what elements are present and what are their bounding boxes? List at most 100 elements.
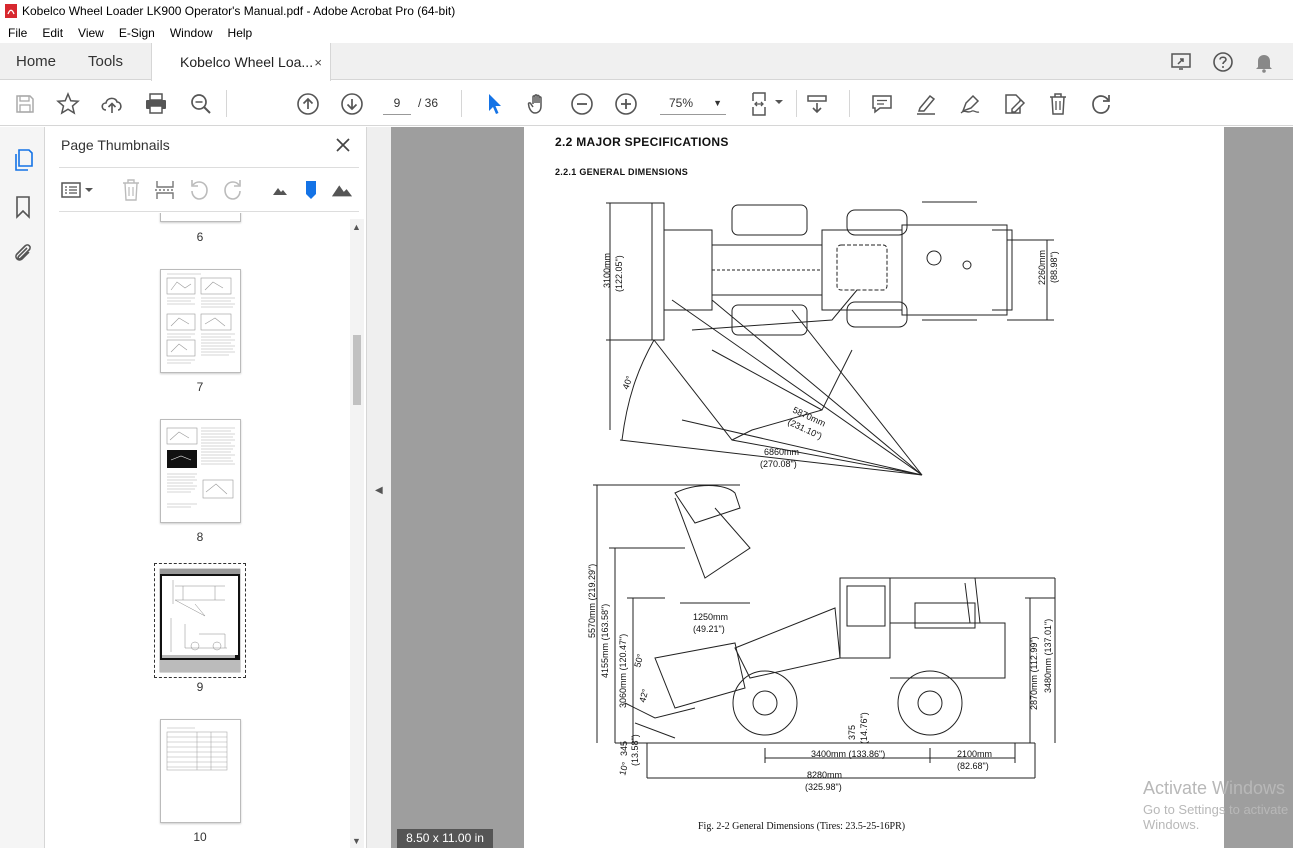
edit-pdf-icon[interactable]: [1001, 91, 1027, 117]
comment-icon[interactable]: [869, 91, 895, 117]
page-fit-icon[interactable]: [748, 91, 786, 117]
page-thumbnail-label: 6: [196, 230, 204, 244]
upload-cloud-icon[interactable]: [99, 91, 125, 117]
highlight-pen-icon[interactable]: [913, 91, 939, 117]
hand-tool-icon[interactable]: [525, 91, 551, 117]
zoom-search-icon[interactable]: [188, 91, 214, 117]
menu-view[interactable]: View: [78, 25, 104, 40]
scrollbar-thumb[interactable]: [353, 335, 361, 405]
toolbar-separator: [461, 90, 462, 117]
notifications-bell-icon[interactable]: [1252, 50, 1276, 74]
tab-tools[interactable]: Tools: [88, 53, 124, 70]
page-thumbnails-icon[interactable]: [11, 148, 35, 172]
menu-help[interactable]: Help: [227, 25, 253, 40]
watermark-subtitle: Go to Settings to activate Windows.: [1143, 802, 1289, 832]
loader-side-view-drawing: 5570mm (219.29") 4155mm (163.58") 3060mm…: [587, 484, 1056, 792]
page-thumbnail-label: 8: [196, 530, 204, 544]
dimension-label: (13.58"): [630, 734, 640, 766]
help-icon[interactable]: [1211, 50, 1235, 74]
save-icon[interactable]: [12, 91, 38, 117]
page-thumbnail[interactable]: [160, 719, 241, 823]
scroll-down-arrow-icon[interactable]: ▼: [352, 836, 361, 846]
thumbnail-size-marker-icon[interactable]: [300, 179, 322, 201]
document-viewport[interactable]: [367, 127, 1293, 848]
pdf-page: [524, 127, 1224, 848]
dimension-label: 3480mm (137.01"): [1043, 619, 1053, 693]
page-thumbnail[interactable]: [160, 419, 241, 523]
acrobat-logo-icon: [5, 4, 17, 18]
collapse-strip: [367, 127, 391, 848]
page-count: / 36: [418, 96, 439, 110]
tab-document[interactable]: Kobelco Wheel Loa... ×: [151, 43, 331, 81]
page-thumbnail-label: 9: [196, 680, 204, 694]
page-number-input[interactable]: 9: [383, 91, 411, 115]
dimension-label: 50°: [632, 652, 645, 668]
thumbnail-size-large-icon[interactable]: [331, 179, 353, 201]
tab-bar: Home Tools Kobelco Wheel Loa... ×: [0, 43, 1293, 81]
page-thumbnail[interactable]: [160, 213, 241, 222]
page-thumbnail-label: 7: [196, 380, 204, 394]
next-page-icon[interactable]: [339, 91, 365, 117]
print-icon[interactable]: [143, 91, 169, 117]
previous-page-icon[interactable]: [295, 91, 321, 117]
dimension-label: 2870mm (112.99"): [1029, 636, 1039, 710]
zoom-out-icon[interactable]: [569, 91, 595, 117]
rotate-clockwise-icon[interactable]: [222, 179, 244, 201]
dimension-label: 5570mm (219.29"): [587, 564, 597, 638]
menu-window[interactable]: Window: [169, 25, 213, 40]
dimension-label: 3400mm (133.86"): [811, 749, 885, 759]
figure-caption: Fig. 2-2 General Dimensions (Tires: 23.5…: [698, 821, 906, 832]
bookmark-star-icon[interactable]: [55, 91, 81, 117]
divider: [59, 167, 359, 168]
menu-bar: File Edit View E-Sign Window Help: [0, 22, 1293, 43]
main-toolbar: 9 / 36 75% ▼: [0, 81, 1293, 126]
page-thumbnails-panel: Page Thumbnails 6: [45, 127, 367, 848]
scroll-up-arrow-icon[interactable]: ▲: [352, 222, 361, 232]
left-navigation-rail: [0, 127, 45, 848]
collapse-panel-arrow-icon[interactable]: ◀: [375, 485, 383, 496]
zoom-in-icon[interactable]: [613, 91, 639, 117]
window-title: Kobelco Wheel Loader LK900 Operator's Ma…: [22, 4, 456, 18]
delete-page-icon[interactable]: [120, 179, 142, 201]
panel-title: Page Thumbnails: [61, 137, 170, 153]
dimension-label: 10°: [617, 760, 630, 776]
select-cursor-icon[interactable]: [481, 91, 507, 117]
dimension-label: 3100mm: [602, 253, 612, 288]
chevron-down-icon: ▼: [713, 98, 722, 108]
dimension-label: 375: [847, 725, 857, 740]
section-heading: 2.2 MAJOR SPECIFICATIONS: [555, 135, 729, 149]
watermark-title: Activate Windows: [1143, 778, 1286, 798]
page-thumbnail-label: 10: [193, 830, 207, 844]
viewport-gutter: [1224, 127, 1293, 848]
rotate-icon[interactable]: [1089, 91, 1115, 117]
divider: [59, 211, 359, 212]
dimension-label: 1250mm: [693, 612, 728, 622]
bookmarks-icon[interactable]: [11, 195, 35, 219]
menu-file[interactable]: File: [8, 25, 28, 40]
draw-pen-icon[interactable]: [957, 91, 983, 117]
menu-edit[interactable]: Edit: [42, 25, 64, 40]
extract-page-icon[interactable]: [154, 179, 176, 201]
selected-page-thumbnail[interactable]: [154, 563, 246, 678]
thumbnail-size-small-icon[interactable]: [269, 179, 291, 201]
dimension-label: 2260mm: [1037, 250, 1047, 285]
toolbar-separator: [226, 90, 227, 117]
menu-esign[interactable]: E-Sign: [118, 25, 155, 40]
thumbnail-scrollbar[interactable]: ▲ ▼: [350, 219, 364, 848]
thumbnail-options-menu[interactable]: [60, 179, 96, 201]
dimension-label: 345: [619, 741, 629, 756]
attachments-paperclip-icon[interactable]: [11, 241, 35, 265]
rotate-counterclockwise-icon[interactable]: [188, 179, 210, 201]
dimension-label: (270.08"): [760, 459, 797, 469]
tab-home[interactable]: Home: [16, 53, 57, 70]
zoom-level-select[interactable]: 75% ▼: [660, 91, 726, 115]
page-thumbnail[interactable]: [160, 269, 241, 373]
dimension-label: 3060mm (120.47"): [618, 634, 628, 708]
close-panel-icon[interactable]: [335, 137, 351, 153]
dimension-label: (325.98"): [805, 782, 842, 792]
scroll-mode-icon[interactable]: [804, 91, 830, 117]
toolbar-separator: [849, 90, 850, 117]
delete-trash-icon[interactable]: [1045, 91, 1071, 117]
close-tab-icon[interactable]: ×: [314, 54, 322, 70]
share-screen-icon[interactable]: [1170, 50, 1194, 74]
